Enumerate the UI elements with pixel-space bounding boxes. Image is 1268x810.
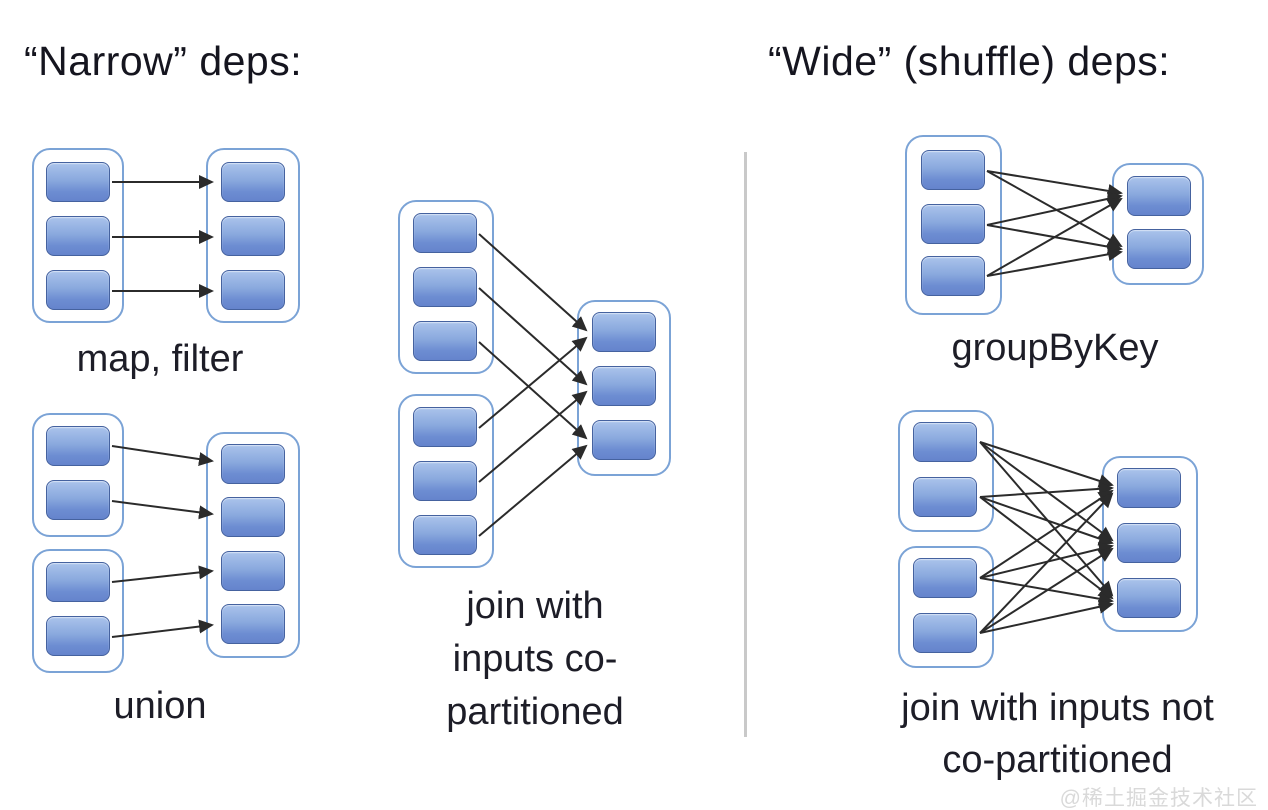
dependency-arrow xyxy=(979,496,1114,546)
dependency-arrow xyxy=(111,500,214,520)
partition-box xyxy=(1117,468,1181,508)
dependency-arrow xyxy=(979,577,1114,606)
partition-box xyxy=(1127,176,1191,216)
partition-box xyxy=(221,551,285,591)
dependency-arrow xyxy=(478,233,588,332)
partition-box xyxy=(1117,523,1181,563)
partition-box xyxy=(221,216,285,256)
group-by-key-label: groupByKey xyxy=(951,327,1159,369)
partition-box xyxy=(1127,229,1191,269)
join-co-partitioned-label: partitioned xyxy=(446,691,624,733)
partition-box xyxy=(592,420,656,460)
dependency-arrow xyxy=(986,224,1123,254)
dependency-arrow xyxy=(979,542,1114,579)
partition-box xyxy=(46,426,110,466)
dependency-arrow xyxy=(986,170,1123,247)
narrow-deps-title: “Narrow” deps: xyxy=(24,38,303,84)
partition-box xyxy=(46,216,110,256)
partition-box xyxy=(46,562,110,602)
dependency-arrow xyxy=(478,341,588,440)
dependency-arrow xyxy=(111,445,214,466)
dependency-arrow xyxy=(979,496,1114,600)
partition-box xyxy=(413,407,477,447)
dependency-arrow xyxy=(979,489,1114,579)
partition-box xyxy=(221,604,285,644)
partition-box xyxy=(913,613,977,653)
dependency-arrow xyxy=(979,547,1114,634)
partition-box xyxy=(221,162,285,202)
dependency-arrow xyxy=(979,441,1114,488)
partition-box xyxy=(921,256,985,296)
join-co-partitioned-label: join with xyxy=(466,585,604,627)
dependency-arrow xyxy=(478,390,588,483)
partition-box xyxy=(221,444,285,484)
dependency-arrow xyxy=(478,444,588,537)
partition-box xyxy=(921,150,985,190)
dependency-arrow xyxy=(986,170,1123,198)
dependency-arrow xyxy=(986,198,1123,277)
partition-box xyxy=(221,497,285,537)
dependency-arrow xyxy=(979,492,1114,634)
partition-box xyxy=(592,312,656,352)
partition-box xyxy=(46,270,110,310)
section-divider xyxy=(744,152,747,737)
dependency-arrow xyxy=(986,191,1123,226)
partition-box xyxy=(413,515,477,555)
wide-deps-title: “Wide” (shuffle) deps: xyxy=(768,38,1171,84)
watermark: @稀土掘金技术社区 xyxy=(1059,787,1258,810)
dependency-arrow xyxy=(111,565,214,583)
partition-box xyxy=(413,267,477,307)
join-co-partitioned-label: inputs co- xyxy=(452,638,618,680)
dependency-arrow xyxy=(979,441,1114,542)
dependency-arrow xyxy=(979,441,1114,597)
dependency-arrow xyxy=(979,599,1114,634)
partition-box xyxy=(913,558,977,598)
partition-box xyxy=(46,162,110,202)
map-filter-label: map, filter xyxy=(76,338,244,380)
join-not-co-partitioned-label: co-partitioned xyxy=(942,739,1173,781)
partition-box xyxy=(1117,578,1181,618)
partition-box xyxy=(592,366,656,406)
union-label: union xyxy=(113,685,207,727)
partition-box xyxy=(46,480,110,520)
partition-box xyxy=(413,321,477,361)
partition-box xyxy=(913,422,977,462)
partition-box xyxy=(46,616,110,656)
dependency-arrow xyxy=(478,287,588,386)
partition-box xyxy=(921,204,985,244)
partition-box xyxy=(413,213,477,253)
dependency-arrow xyxy=(986,247,1123,277)
dependency-arrow xyxy=(111,619,214,638)
dependency-arrow xyxy=(979,481,1114,498)
join-not-co-partitioned-label: join with inputs not xyxy=(901,687,1214,729)
partition-box xyxy=(221,270,285,310)
dependency-arrow xyxy=(478,336,588,429)
partition-box xyxy=(413,461,477,501)
partition-box xyxy=(913,477,977,517)
